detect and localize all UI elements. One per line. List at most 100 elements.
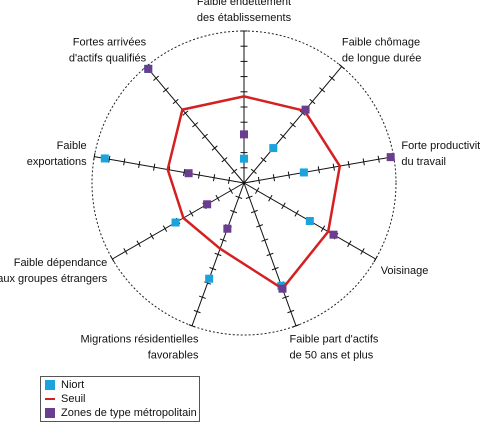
axis-tick-7-4 bbox=[183, 168, 186, 176]
axis-tick-3-6 bbox=[320, 225, 326, 232]
axis-tick-5-2 bbox=[230, 209, 238, 214]
series-2-point-1 bbox=[301, 105, 310, 114]
axis-tick-2-1 bbox=[257, 176, 261, 184]
axis-tick-8-4 bbox=[201, 133, 208, 140]
axis-tick-2-9 bbox=[377, 155, 380, 163]
axis-tick-4-1 bbox=[245, 195, 253, 199]
axis-tick-4-6 bbox=[271, 267, 279, 271]
legend-item-metropolitain: Zones de type métropolitain bbox=[45, 406, 197, 420]
series-0-point-3 bbox=[305, 217, 314, 225]
axis-label-8-0: Fortes arrivées bbox=[73, 37, 147, 49]
axis-tick-1-7 bbox=[309, 98, 316, 105]
series-2-point-7 bbox=[184, 169, 193, 178]
series-2-point-5 bbox=[223, 224, 232, 233]
axis-tick-4-5 bbox=[266, 252, 274, 257]
axis-tick-2-8 bbox=[362, 158, 365, 166]
axis-tick-5-4 bbox=[219, 238, 227, 242]
axis-tick-3-4 bbox=[294, 210, 299, 217]
axis-tick-7-8 bbox=[123, 158, 126, 166]
axis-tick-7-2 bbox=[212, 174, 216, 182]
legend-item-seuil: Seuil bbox=[45, 392, 195, 406]
axis-label-4-1: de 50 ans et plus bbox=[290, 350, 374, 362]
axis-label-2-1: du travail bbox=[401, 156, 446, 168]
axis-tick-8-2 bbox=[221, 157, 228, 163]
axis-tick-2-5 bbox=[317, 166, 320, 174]
axis-tick-8-9 bbox=[153, 75, 160, 81]
series-0-point-5 bbox=[205, 274, 214, 283]
axis-tick-7-3 bbox=[197, 171, 201, 179]
axis-tick-8-1 bbox=[231, 168, 238, 174]
series-2-point-4 bbox=[278, 284, 287, 293]
series-0-point-6 bbox=[171, 218, 180, 227]
axis-tick-4-4 bbox=[261, 238, 269, 242]
axis-tick-6-6 bbox=[162, 225, 168, 232]
series-2-point-2 bbox=[386, 153, 395, 162]
legend-swatch-niort bbox=[45, 380, 55, 390]
series-line-1 bbox=[166, 95, 342, 290]
axis-tick-7-9 bbox=[108, 155, 111, 163]
axis-label-8-1: d'actifs qualifiés bbox=[69, 53, 147, 65]
axis-tick-7-7 bbox=[138, 160, 141, 169]
axis-tick-1-5 bbox=[289, 122, 296, 128]
axis-label-2-0: Forte productivité bbox=[401, 140, 480, 152]
axis-tick-4-8 bbox=[282, 295, 290, 299]
legend-label-seuil: Seuil bbox=[61, 393, 86, 405]
axis-tick-6-9 bbox=[123, 248, 128, 255]
axis-tick-3-10 bbox=[373, 255, 378, 263]
axis-label-1-1: de longue durée bbox=[342, 53, 422, 65]
legend-label-niort: Niort bbox=[61, 379, 85, 391]
axis-label-6-1: aux groupes étrangers bbox=[0, 273, 108, 285]
axis-tick-6-10 bbox=[110, 255, 115, 263]
series-2-point-3 bbox=[329, 230, 338, 239]
axis-tick-8-7 bbox=[172, 98, 179, 105]
axis-tick-6-1 bbox=[228, 187, 234, 194]
axis-tick-1-9 bbox=[328, 75, 335, 81]
axis-tick-5-9 bbox=[193, 309, 201, 314]
axis-tick-6-8 bbox=[136, 240, 141, 248]
axis-tick-8-6 bbox=[182, 110, 189, 116]
axis-tick-6-7 bbox=[149, 232, 155, 240]
axis-tick-2-2 bbox=[272, 174, 276, 182]
axis-tick-6-2 bbox=[215, 194, 220, 202]
legend-label-metropolitain: Zones de type métropolitain bbox=[61, 407, 197, 419]
axis-label-1-0: Faible chômage bbox=[342, 37, 420, 49]
legend: Niort Seuil Zones de type métropolitain bbox=[40, 376, 200, 422]
series-0-point-1 bbox=[269, 144, 278, 153]
axis-tick-8-5 bbox=[192, 122, 199, 128]
axis-tick-4-9 bbox=[287, 309, 295, 314]
axis-tick-8-3 bbox=[211, 145, 218, 151]
axis-label-5-1: favorables bbox=[148, 350, 199, 362]
axis-tick-1-8 bbox=[319, 87, 326, 93]
series-2-point-6 bbox=[203, 200, 212, 209]
axis-label-7-0: Faible bbox=[57, 140, 87, 152]
legend-swatch-seuil bbox=[45, 398, 55, 400]
axis-tick-7-1 bbox=[227, 176, 231, 184]
axis-tick-2-7 bbox=[347, 160, 350, 169]
axis-tick-5-5 bbox=[214, 252, 222, 257]
axis-tick-3-9 bbox=[360, 248, 365, 255]
axis-label-6-0: Faible dépendance bbox=[14, 257, 108, 269]
axis-tick-5-8 bbox=[198, 295, 206, 299]
axis-tick-8-8 bbox=[162, 87, 169, 93]
axis-tick-5-1 bbox=[235, 195, 243, 199]
axis-label-3-0: Voisinage bbox=[381, 265, 429, 277]
series-0-point-0 bbox=[240, 154, 248, 163]
outer-circle bbox=[91, 30, 397, 336]
axis-label-0-1: des établissements bbox=[197, 12, 292, 24]
axis-tick-1-10 bbox=[338, 63, 345, 70]
legend-swatch-metropolitain bbox=[45, 408, 55, 418]
axis-tick-1-1 bbox=[250, 168, 257, 174]
axis-tick-3-3 bbox=[281, 202, 286, 210]
axis-label-4-0: Faible part d'actifs bbox=[290, 334, 379, 346]
axis-tick-3-8 bbox=[347, 240, 352, 248]
series-2-point-0 bbox=[240, 130, 248, 139]
axis-tick-5-6 bbox=[209, 267, 217, 271]
axis-tick-3-2 bbox=[268, 194, 273, 202]
axis-tick-3-1 bbox=[254, 187, 260, 194]
series-0-point-7 bbox=[100, 154, 109, 163]
axis-tick-1-2 bbox=[260, 157, 267, 163]
legend-item-niort: Niort bbox=[45, 378, 195, 392]
axis-tick-7-10 bbox=[93, 153, 96, 161]
axis-tick-6-4 bbox=[189, 210, 194, 217]
axis-tick-5-10 bbox=[188, 324, 196, 328]
